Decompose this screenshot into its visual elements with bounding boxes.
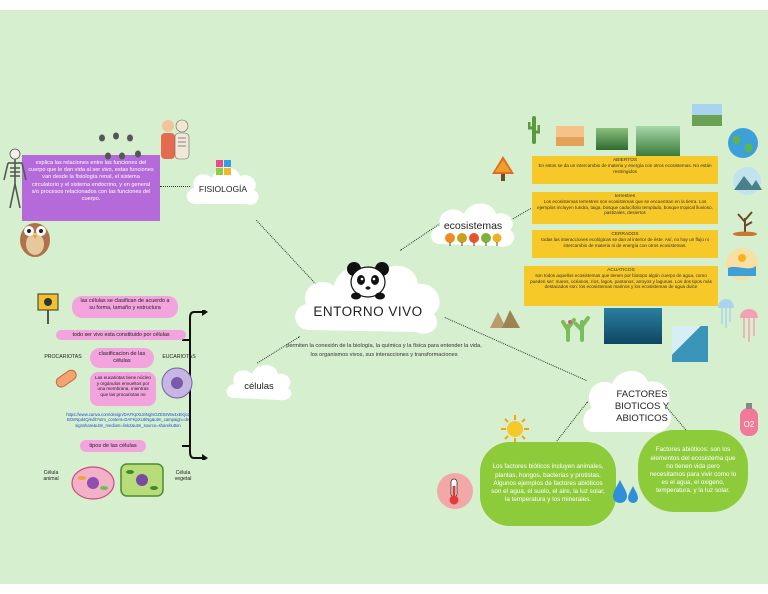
desert-picture xyxy=(556,126,584,146)
autumn-tree-icon xyxy=(486,154,520,182)
eucariotas-note: Las eucariotas tiene núcleo y orgánulos … xyxy=(90,372,156,406)
jellyfish-icon xyxy=(714,292,762,344)
eco-note-terrestres: terrestres Los ecosistemas terrestres so… xyxy=(532,192,718,224)
earth-icon xyxy=(726,126,760,160)
animal-cell-icon xyxy=(70,464,116,502)
eucariotas-label: EUCARIOTAS xyxy=(162,354,196,360)
thermometer-icon xyxy=(436,472,474,510)
types-note: tipos de las células xyxy=(80,440,146,452)
eco-note-text: En estos se da un intercambio de materia… xyxy=(538,163,712,174)
panda-icon xyxy=(347,262,389,300)
forest-picture xyxy=(596,128,628,150)
dead-tree-icon xyxy=(730,206,760,237)
sea-icon xyxy=(724,246,760,282)
fisiologia-text: explica las relaciones entre las funcion… xyxy=(22,155,160,221)
eco-note-cerrados: CERRADOS todas las interacciones ecológi… xyxy=(532,230,718,258)
eco-note-title: ABIERTOS xyxy=(612,158,638,163)
mind-map-canvas: ENTORNO VIVO permiten la conexión de la … xyxy=(0,10,768,584)
classification-note: clasificacion de las células xyxy=(90,348,154,368)
cactus-icon xyxy=(527,114,541,144)
eukaryote-icon xyxy=(160,366,194,400)
eco-note-text: todas las interacciones ecológicas se da… xyxy=(541,237,709,248)
trees-row-icon xyxy=(444,232,502,246)
puzzle-icon xyxy=(215,159,233,177)
landscape-picture xyxy=(692,104,722,126)
center-description: permiten la conexión de la biología, la … xyxy=(286,343,482,358)
plant-cell-icon xyxy=(118,460,166,500)
oxygen-tank-icon: O2 xyxy=(736,402,762,438)
animal-label: Célula animal xyxy=(43,470,59,482)
celulas-cloud: células xyxy=(224,360,294,404)
celulas-link[interactable]: https://www.canva.com/design/DAFKpXL8iNg… xyxy=(66,412,190,428)
eco-note-title: ACUATICOS xyxy=(607,268,635,273)
water-drops-icon xyxy=(612,476,640,506)
factores-title: FACTORES BIOTICOS Y ABIOTICOS xyxy=(614,389,670,424)
eco-note-title: terrestres xyxy=(614,194,636,199)
fisiologia-cloud: FISIOLOGÍA xyxy=(184,160,262,210)
procariotas-label: PROCARIOTAS xyxy=(44,354,82,360)
reef-picture xyxy=(604,308,662,344)
ocean-picture xyxy=(672,326,708,362)
center-title: ENTORNO VIVO xyxy=(313,304,423,319)
ecosistemas-title: ecosistemas xyxy=(443,220,503,232)
owl-icon xyxy=(16,216,54,258)
jungle-picture xyxy=(636,126,680,156)
celulas-title: células xyxy=(244,380,274,392)
eco-note-text: son todos aquellos ecosistemas que tiene… xyxy=(530,273,712,290)
abioticos-note: Factores abióticos: son los elementos de… xyxy=(638,430,748,512)
anatomy-icon xyxy=(156,118,194,162)
fisiologia-description: explica las relaciones entre las funcion… xyxy=(28,160,154,203)
factores-cloud: FACTORES BIOTICOS Y ABIOTICOS xyxy=(580,362,676,440)
celulas-all-note: todo ser vivo esta constituido por célul… xyxy=(56,330,186,340)
paw-prints-icon xyxy=(96,130,150,166)
connector-fisiologia-text xyxy=(160,186,190,187)
skeleton-icon xyxy=(0,148,30,210)
bacteria-icon xyxy=(52,366,80,394)
celulas-classify-note: las células se clasifican de acuerdo a s… xyxy=(72,296,178,318)
vegetal-label: Célula vegetal xyxy=(174,470,192,482)
eco-note-abiertos: ABIERTOS En estos se da un intercambio d… xyxy=(532,156,718,184)
svg-text:O2: O2 xyxy=(744,420,755,429)
sign-icon xyxy=(36,292,60,326)
coral-icon xyxy=(560,310,594,342)
center-cloud: ENTORNO VIVO xyxy=(288,246,448,346)
eco-note-text: Los ecosistemas terrestres son ecosistem… xyxy=(537,199,713,216)
sun-icon xyxy=(500,414,530,444)
eco-note-acuaticos: ACUATICOS son todos aquellos ecosistemas… xyxy=(524,266,718,306)
eco-note-title: CERRADOS xyxy=(611,232,639,237)
mountain-icon xyxy=(730,166,764,196)
mushroom-icon xyxy=(488,306,522,330)
fisiologia-title: FISIOLOGÍA xyxy=(198,184,248,194)
bioticos-note: Los factores bióticos incluyen animales,… xyxy=(480,442,616,526)
